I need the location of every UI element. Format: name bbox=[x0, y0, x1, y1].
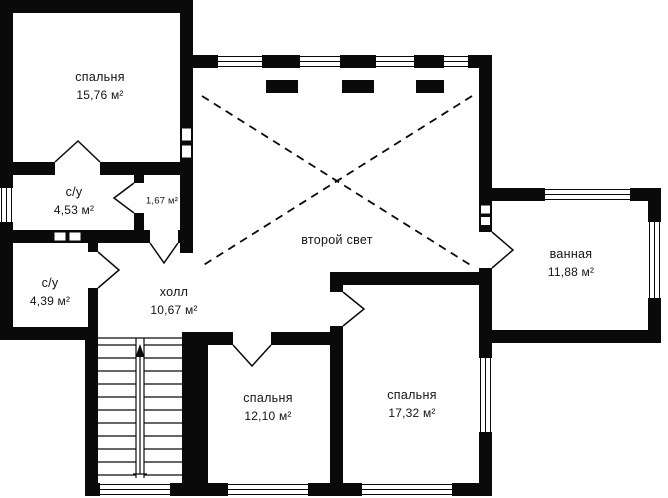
stairs-direction-arrow bbox=[135, 344, 145, 357]
window-left-wc1 bbox=[1, 188, 12, 222]
stairs-treads-left bbox=[98, 344, 136, 476]
room-name: спальня bbox=[243, 391, 293, 405]
vent-shafts bbox=[53, 127, 491, 242]
room-name: холл bbox=[159, 285, 189, 299]
room-label-wc1: с/у 4,53 м² bbox=[54, 185, 94, 217]
window-bedroom3-bottom bbox=[362, 484, 452, 495]
room-name: ванная bbox=[549, 247, 593, 261]
room-area: 12,10 м² bbox=[244, 409, 292, 423]
window-bedroom2-bottom bbox=[228, 484, 308, 495]
room-area: 10,67 м² bbox=[150, 303, 198, 317]
room-area: 15,76 м² bbox=[76, 88, 124, 102]
window-top-1 bbox=[218, 56, 262, 67]
door-bathroom bbox=[491, 231, 515, 269]
door-wc1 bbox=[112, 182, 135, 214]
room-name: с/у bbox=[65, 185, 83, 199]
vent-icon bbox=[53, 231, 67, 242]
room-label-wc2: с/у 4,39 м² bbox=[30, 276, 70, 308]
room-label-bedroom2: спальня 12,10 м² bbox=[243, 391, 293, 423]
window-bathroom-right bbox=[649, 222, 660, 298]
room-name: спальня bbox=[387, 388, 437, 402]
stairs-treads-right bbox=[144, 344, 182, 476]
room-area: 1,67 м² bbox=[145, 195, 179, 207]
window-bedroom3-right bbox=[480, 358, 491, 432]
void-cross bbox=[201, 95, 473, 267]
stairs-direction-line bbox=[133, 354, 147, 475]
door-bedroom2 bbox=[232, 344, 272, 368]
window-top-4 bbox=[444, 56, 468, 67]
room-name: второй свет bbox=[301, 233, 373, 247]
room-name: с/у bbox=[41, 276, 59, 290]
door-room167 bbox=[149, 242, 179, 265]
vent-icon bbox=[480, 216, 491, 226]
vent-icon bbox=[480, 204, 491, 215]
room-label-bedroom1: спальня 15,76 м² bbox=[75, 70, 125, 102]
window-top-3 bbox=[376, 56, 414, 67]
room-name: спальня bbox=[75, 70, 125, 84]
room-label-room167: 1,67 м² bbox=[146, 196, 178, 207]
window-bathroom-top bbox=[545, 189, 630, 200]
window-stairs-bottom bbox=[100, 484, 170, 495]
room-label-bedroom3: спальня 17,32 м² bbox=[387, 388, 437, 420]
room-label-bathroom: ванная 11,88 м² bbox=[548, 247, 594, 279]
door-bedroom1 bbox=[54, 139, 101, 163]
room-label-hall: холл 10,67 м² bbox=[150, 285, 197, 317]
room-label-second-light: второй свет bbox=[301, 233, 373, 247]
doors-layer bbox=[54, 139, 515, 368]
vent-icon bbox=[181, 127, 192, 142]
room-area: 17,32 м² bbox=[388, 406, 436, 420]
vent-icon bbox=[181, 144, 192, 159]
room-area: 4,53 м² bbox=[53, 203, 95, 217]
vent-icon bbox=[68, 231, 82, 242]
windows-layer bbox=[1, 56, 660, 495]
room-area: 4,39 м² bbox=[29, 294, 71, 308]
stairs-center-rail bbox=[135, 338, 145, 478]
window-top-2 bbox=[300, 56, 340, 67]
room-area: 11,88 м² bbox=[547, 265, 595, 279]
door-bedroom3 bbox=[342, 291, 366, 327]
staircase bbox=[98, 337, 182, 478]
door-wc2 bbox=[97, 251, 121, 289]
